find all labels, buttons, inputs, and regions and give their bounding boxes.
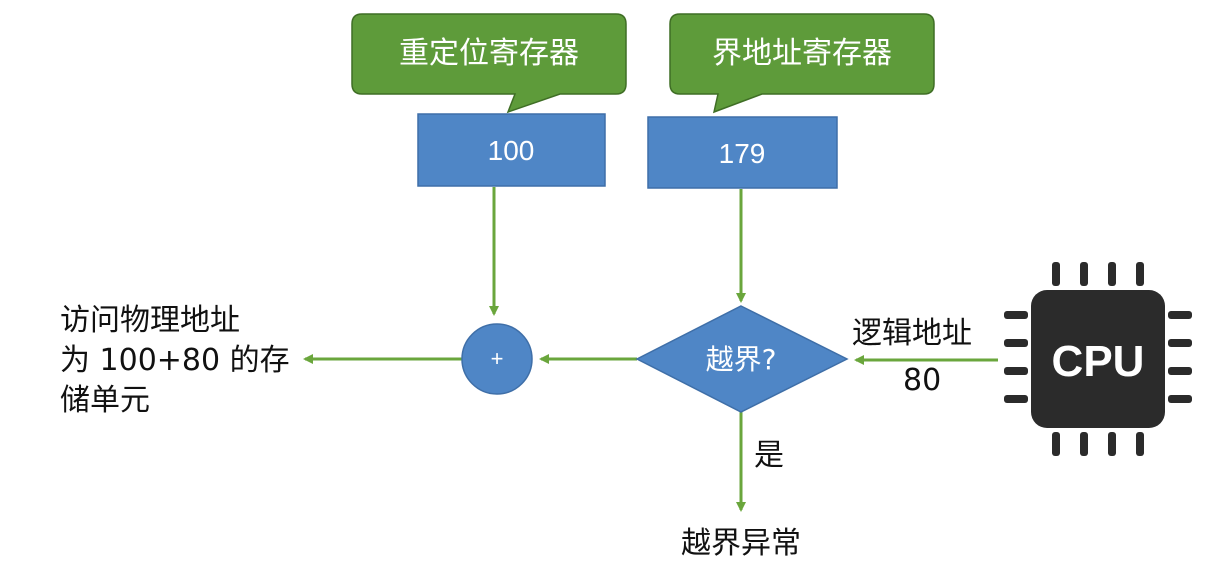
relocation-register-label: 重定位寄存器 — [399, 36, 579, 71]
logical-address-label: 逻辑地址 — [852, 316, 972, 351]
limit-register-callout: 界地址寄存器 — [669, 13, 935, 114]
output-line-1: 访问物理地址 — [60, 303, 240, 338]
limit-register-value: 179 — [719, 138, 766, 169]
relocation-register-value: 100 — [488, 135, 535, 166]
decision-label: 越界? — [706, 343, 777, 376]
exception-label: 越界异常 — [681, 526, 801, 561]
cpu-chip-icon: CPU — [1004, 262, 1192, 456]
decision-diamond: 越界? — [635, 305, 849, 413]
yes-branch-label: 是 — [754, 438, 784, 473]
output-description: 访问物理地址 为 100+80 的存 储单元 — [60, 303, 290, 418]
relocation-register-callout: 重定位寄存器 — [351, 13, 627, 114]
relocation-register-box: 100 — [417, 113, 606, 187]
limit-register-box: 179 — [647, 116, 838, 189]
adder-symbol: + — [491, 346, 504, 371]
output-line-2: 为 100+80 的存 — [60, 343, 290, 378]
adder: + — [461, 323, 533, 395]
cpu-label: CPU — [1052, 337, 1145, 386]
logical-address-value: 80 — [903, 363, 941, 398]
output-line-3: 储单元 — [60, 383, 150, 418]
limit-register-label: 界地址寄存器 — [712, 36, 892, 71]
